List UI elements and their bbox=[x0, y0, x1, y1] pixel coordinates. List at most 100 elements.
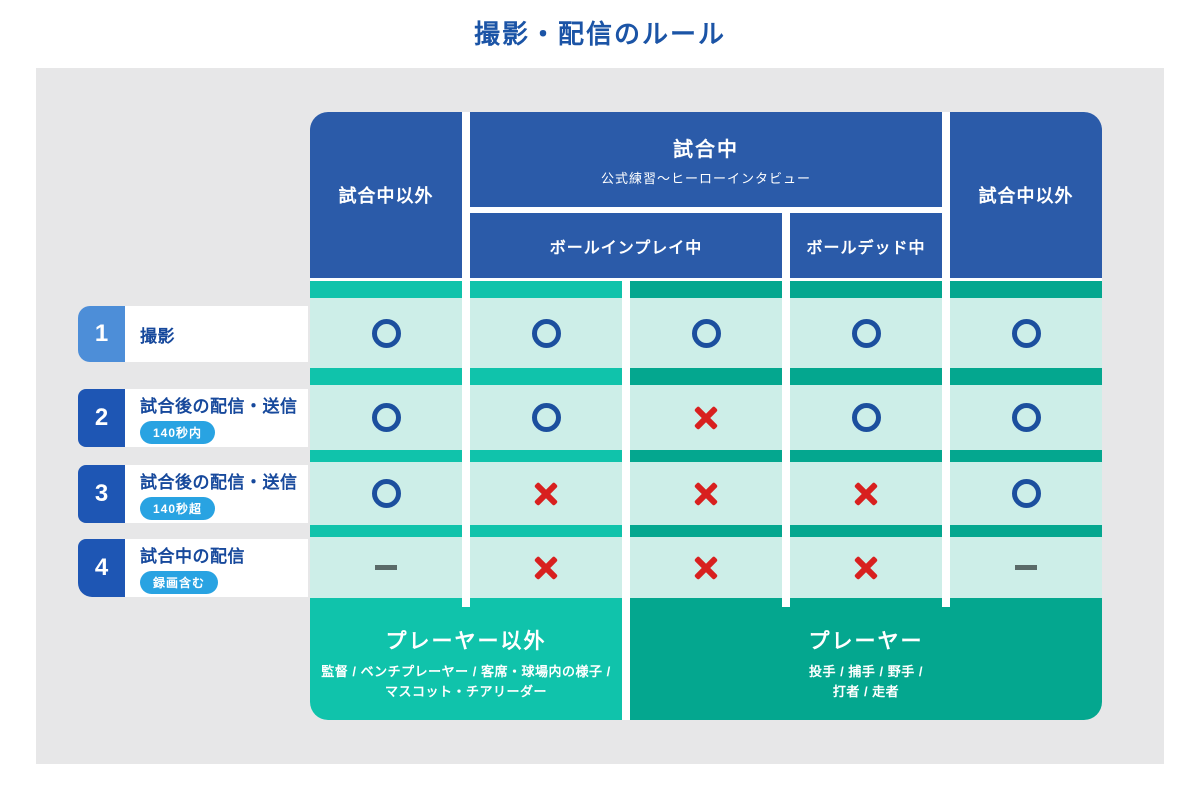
rule-cell bbox=[790, 462, 942, 525]
rule-cell bbox=[950, 537, 1102, 598]
row-separator bbox=[950, 525, 1102, 537]
row-separator bbox=[790, 368, 942, 385]
rule-cell bbox=[470, 537, 622, 598]
column-header-label: 試合中以外 bbox=[978, 186, 1074, 206]
circle-allowed-icon bbox=[691, 318, 721, 348]
circle-allowed-icon bbox=[1011, 403, 1041, 432]
circle-allowed-icon bbox=[371, 318, 401, 348]
cross-not-allowed-icon bbox=[691, 553, 721, 583]
circle-allowed-icon bbox=[371, 479, 401, 508]
rule-cell bbox=[630, 385, 782, 450]
circle-allowed-icon bbox=[531, 318, 561, 348]
cross-not-allowed-icon bbox=[531, 479, 561, 509]
in-game-subtitle: 公式練習〜ヒーローインタビュー bbox=[600, 170, 811, 186]
rule-cell bbox=[310, 462, 462, 525]
row-separator bbox=[950, 598, 1102, 607]
rule-cell bbox=[310, 537, 462, 598]
row-label: 試合後の配信・送信 140秒超 bbox=[125, 465, 308, 523]
in-game-title: 試合中 bbox=[673, 138, 739, 161]
rule-cell bbox=[470, 462, 622, 525]
row-separator bbox=[630, 368, 782, 385]
row-separator bbox=[310, 368, 462, 385]
dash-not-applicable-icon bbox=[375, 565, 397, 570]
footer-non-players: プレーヤー以外 監督 / ベンチプレーヤー / 客席・球場内の様子 / マスコッ… bbox=[310, 607, 622, 720]
circle-allowed-icon bbox=[1011, 318, 1041, 348]
row-separator bbox=[470, 281, 622, 298]
row-separator bbox=[630, 450, 782, 462]
dash-not-applicable-icon bbox=[1015, 565, 1037, 570]
footer-subtitle: 投手 / 捕手 / 野手 / 打者 / 走者 bbox=[809, 662, 923, 702]
row-separator bbox=[470, 598, 622, 607]
row-separator bbox=[470, 368, 622, 385]
row-number-tile: 4 bbox=[78, 539, 125, 597]
row-separator bbox=[790, 598, 942, 607]
cross-not-allowed-icon bbox=[531, 553, 561, 583]
circle-allowed-icon bbox=[371, 403, 401, 432]
row-separator bbox=[630, 598, 782, 607]
rule-cell bbox=[950, 298, 1102, 368]
page-title: 撮影・配信のルール bbox=[473, 19, 726, 49]
footer-title: プレーヤー以外 bbox=[385, 629, 547, 653]
circle-allowed-icon bbox=[531, 403, 561, 432]
footer-subtitle-line: 打者 / 走者 bbox=[832, 684, 900, 699]
rule-cell bbox=[950, 462, 1102, 525]
column-header-ball-in-play: ボールインプレイ中 bbox=[470, 213, 782, 278]
column-header-in-game: 試合中 公式練習〜ヒーローインタビュー bbox=[470, 112, 942, 207]
row-label-text: 撮影 bbox=[140, 326, 175, 346]
cross-not-allowed-icon bbox=[851, 553, 881, 583]
column-header-ball-dead: ボールデッド中 bbox=[790, 213, 942, 278]
row-label: 撮影 bbox=[125, 306, 308, 362]
row-separator bbox=[790, 525, 942, 537]
cross-not-allowed-icon bbox=[851, 479, 881, 509]
row-number-tile: 3 bbox=[78, 465, 125, 523]
footer-subtitle: 監督 / ベンチプレーヤー / 客席・球場内の様子 / マスコット・チアリーダー bbox=[321, 662, 610, 702]
rules-table: 試合中以外 試合中 公式練習〜ヒーローインタビュー ボールインプレイ中 ボールデ… bbox=[310, 112, 1102, 720]
rule-cell bbox=[310, 385, 462, 450]
row-label-text: 試合中の配信 bbox=[140, 547, 245, 566]
footer-players: プレーヤー 投手 / 捕手 / 野手 / 打者 / 走者 bbox=[630, 607, 1102, 720]
row-condition-badge: 録画含む bbox=[140, 571, 219, 594]
cross-not-allowed-icon bbox=[691, 479, 721, 509]
row-condition-badge: 140秒内 bbox=[140, 421, 216, 444]
row-separator bbox=[950, 450, 1102, 462]
row-label: 試合中の配信録画含む bbox=[125, 539, 308, 597]
column-header-outside-game-right: 試合中以外 bbox=[950, 112, 1102, 278]
row-number-tile: 1 bbox=[78, 306, 125, 362]
row-label-text: 試合後の配信・送信 bbox=[140, 397, 298, 416]
row-separator bbox=[310, 450, 462, 462]
row-label-text: 試合後の配信・送信 bbox=[140, 473, 298, 492]
column-header-label: ボールインプレイ中 bbox=[549, 239, 703, 257]
row-separator bbox=[630, 281, 782, 298]
column-header-label: 試合中以外 bbox=[338, 186, 434, 206]
circle-allowed-icon bbox=[1011, 479, 1041, 508]
rule-cell bbox=[950, 385, 1102, 450]
column-header-outside-game-left: 試合中以外 bbox=[310, 112, 462, 278]
row-number-tile: 2 bbox=[78, 389, 125, 447]
footer-subtitle-line: 監督 / ベンチプレーヤー / 客席・球場内の様子 / bbox=[321, 663, 611, 679]
rule-cell bbox=[630, 298, 782, 368]
row-label: 試合後の配信・送信 140秒内 bbox=[125, 389, 308, 447]
row-separator bbox=[790, 450, 942, 462]
row-separator bbox=[950, 281, 1102, 298]
row-separator bbox=[310, 525, 462, 537]
rule-cell bbox=[790, 298, 942, 368]
row-separator bbox=[470, 450, 622, 462]
footer-title: プレーヤー bbox=[808, 629, 924, 653]
footer-subtitle-line: 投手 / 捕手 / 野手 / bbox=[809, 663, 923, 679]
rule-cell bbox=[630, 537, 782, 598]
row-separator bbox=[630, 525, 782, 537]
rule-cell bbox=[630, 462, 782, 525]
rule-cell bbox=[790, 385, 942, 450]
rule-cell bbox=[790, 537, 942, 598]
row-separator bbox=[310, 281, 462, 298]
row-condition-badge: 140秒超 bbox=[140, 497, 216, 520]
cross-not-allowed-icon bbox=[691, 403, 721, 433]
row-separator bbox=[310, 598, 462, 607]
row-separator bbox=[950, 368, 1102, 385]
footer-subtitle-line: マスコット・チアリーダー bbox=[384, 684, 547, 699]
column-header-label: ボールデッド中 bbox=[806, 239, 926, 257]
row-separator bbox=[470, 525, 622, 537]
rule-cell bbox=[470, 298, 622, 368]
rule-cell bbox=[310, 298, 462, 368]
circle-allowed-icon bbox=[851, 318, 881, 348]
